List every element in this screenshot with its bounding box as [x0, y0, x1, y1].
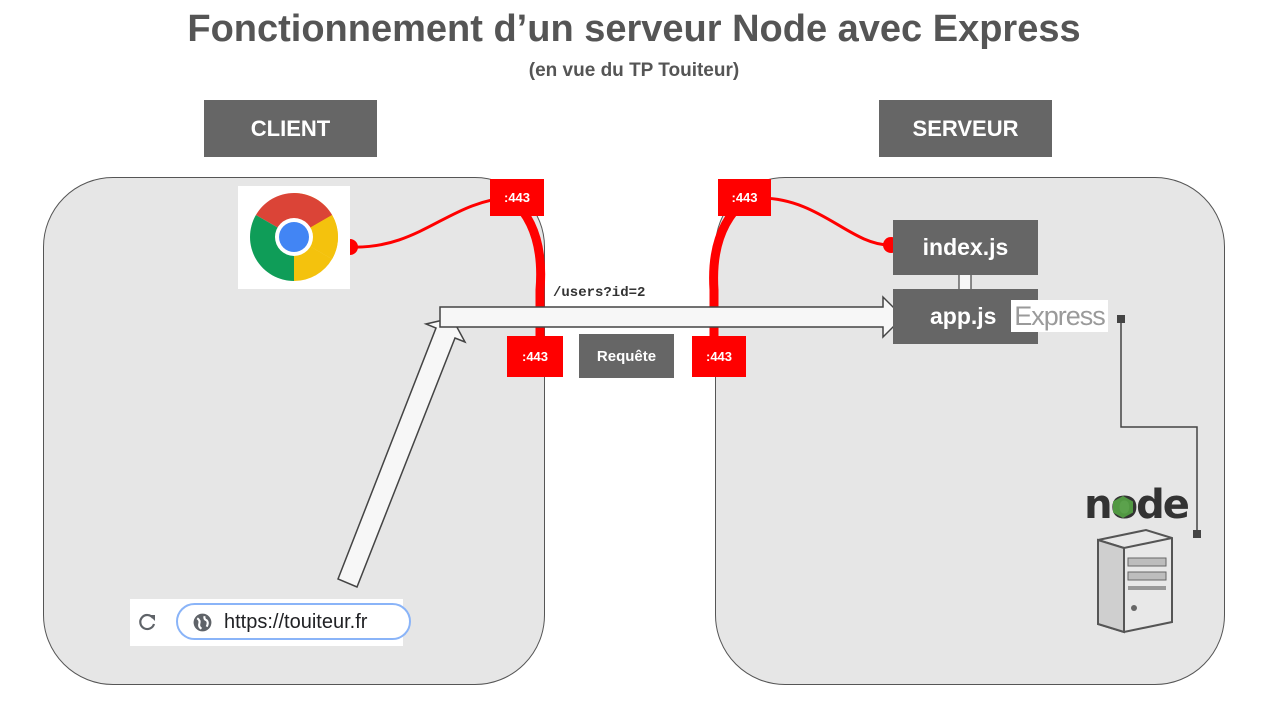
client-header: CLIENT [204, 100, 377, 157]
app-js-box: app.js [893, 289, 1038, 344]
request-path-label: /users?id=2 [553, 285, 646, 301]
reload-icon [139, 613, 156, 631]
server-header: SERVEUR [879, 100, 1052, 157]
server-tower [1094, 526, 1176, 634]
chrome-tile [238, 186, 350, 289]
url-text: https://touiteur.fr [224, 611, 368, 633]
chrome-port-connector [349, 196, 511, 249]
chrome-logo-icon [250, 193, 338, 281]
request-box: Requête [579, 334, 674, 378]
express-node-connector [1120, 319, 1198, 534]
diagram-subtitle: (en vue du TP Touiteur) [528, 60, 740, 81]
url-to-request-arrow [337, 317, 467, 588]
node-logo-text: node [1084, 482, 1189, 526]
client-port-bottom: :443 [507, 336, 563, 377]
browser-url-bar: https://touiteur.fr [130, 599, 411, 646]
express-logo: Express [1011, 300, 1108, 332]
index-port-connector [759, 196, 891, 247]
server-tower-icon [1097, 528, 1173, 634]
server-port-top: :443 [718, 179, 771, 216]
request-arrow [439, 295, 905, 339]
node-logo: node [1082, 482, 1191, 528]
url-pill [176, 603, 411, 640]
server-port-bottom: :443 [692, 336, 746, 377]
diagram-title: Fonctionnement d’un serveur Node avec Ex… [187, 8, 1081, 50]
globe-icon [193, 613, 212, 632]
node-logo-mark: node [1084, 482, 1191, 528]
index-js-box: index.js [893, 220, 1038, 275]
client-port-top: :443 [490, 179, 544, 216]
